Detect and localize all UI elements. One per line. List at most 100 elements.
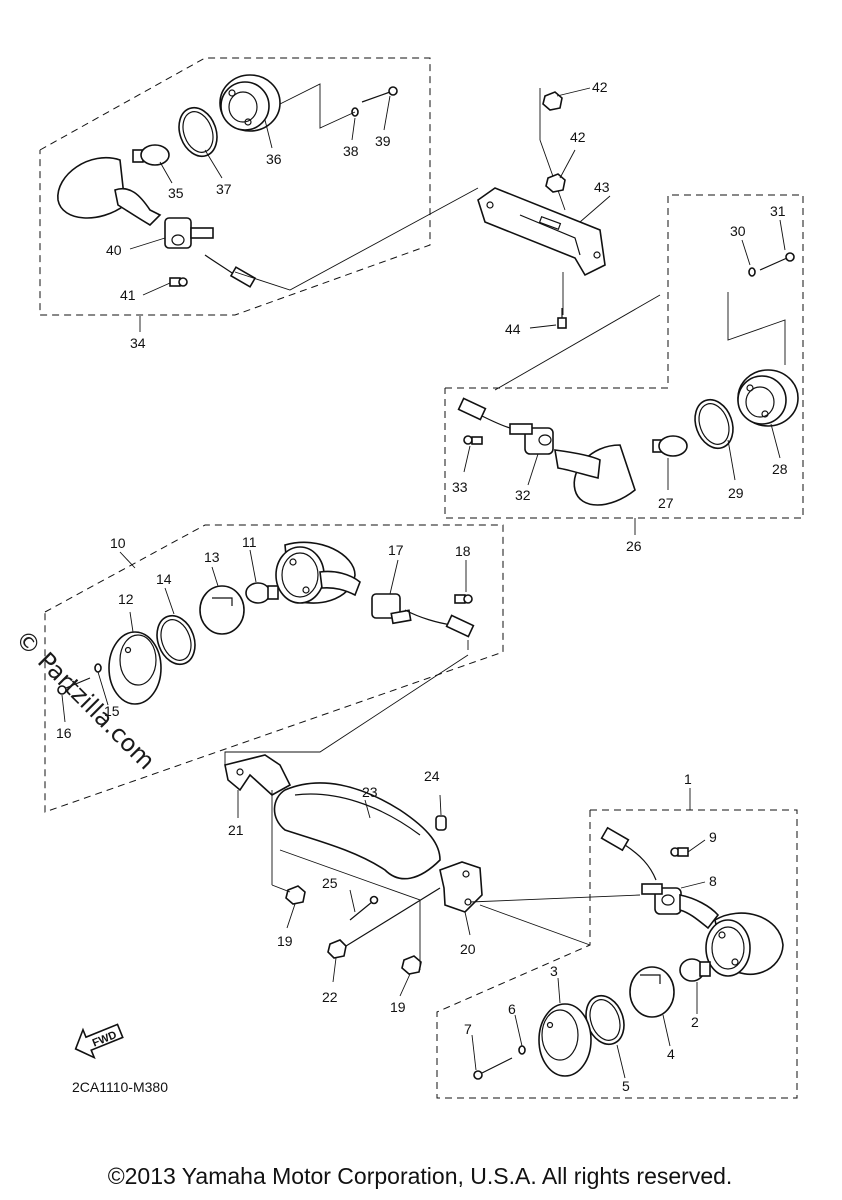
callout-13: 13 bbox=[204, 549, 220, 565]
screw-25[interactable] bbox=[349, 895, 379, 921]
front-left-signal-group: 10 12 14 13 11 17 18 15 16 bbox=[44, 524, 504, 813]
bracket-17[interactable] bbox=[371, 593, 412, 625]
callout-28: 28 bbox=[772, 461, 788, 477]
callout-16: 16 bbox=[56, 725, 72, 741]
screw-41[interactable] bbox=[169, 277, 188, 287]
screw-44[interactable] bbox=[557, 308, 567, 329]
callout-15: 15 bbox=[104, 703, 120, 719]
callout-5: 5 bbox=[622, 1078, 630, 1094]
bracket-20[interactable] bbox=[439, 861, 483, 913]
ring-14[interactable] bbox=[151, 610, 202, 669]
screw-9[interactable] bbox=[670, 847, 689, 857]
lens-housing-28[interactable] bbox=[737, 369, 799, 427]
lens-housing-36[interactable] bbox=[219, 74, 281, 132]
callout-33: 33 bbox=[452, 479, 468, 495]
callout-23: 23 bbox=[362, 784, 378, 800]
bulb-11[interactable] bbox=[245, 582, 279, 604]
screw-31[interactable] bbox=[759, 252, 795, 271]
nut-19-upper[interactable] bbox=[285, 885, 306, 905]
callout-10: 10 bbox=[110, 535, 126, 551]
callout-1: 1 bbox=[684, 771, 692, 787]
lens-housing-3[interactable] bbox=[538, 1003, 592, 1077]
callout-25: 25 bbox=[322, 875, 338, 891]
fwd-arrow-icon: FWD bbox=[74, 1023, 124, 1060]
stem[interactable] bbox=[319, 570, 361, 597]
callout-43: 43 bbox=[594, 179, 610, 195]
rear-right-signal-group: 28 29 27 32 33 30 31 26 bbox=[444, 194, 804, 554]
signal-shell[interactable] bbox=[57, 157, 162, 227]
screw-18[interactable] bbox=[454, 594, 473, 604]
screw-7[interactable] bbox=[473, 1057, 513, 1080]
callout-26: 26 bbox=[626, 538, 642, 554]
callout-44: 44 bbox=[505, 321, 521, 337]
signal-shell-front[interactable] bbox=[275, 541, 356, 604]
reflector-13[interactable] bbox=[199, 585, 245, 635]
center-mount-group: 23 24 21 25 19 20 22 19 bbox=[224, 654, 483, 1015]
copyright-notice: ©2013 Yamaha Motor Corporation, U.S.A. A… bbox=[108, 1163, 733, 1189]
callout-37: 37 bbox=[216, 181, 232, 197]
lens-housing-12[interactable] bbox=[108, 631, 162, 705]
bulb-27[interactable] bbox=[652, 435, 688, 457]
nut-19-lower[interactable] bbox=[401, 955, 422, 975]
bracket-32[interactable] bbox=[509, 423, 554, 455]
signal-shell-right[interactable] bbox=[554, 444, 636, 506]
callout-18: 18 bbox=[455, 543, 471, 559]
washer-30[interactable] bbox=[748, 267, 756, 277]
screw-33[interactable] bbox=[463, 435, 483, 445]
wire-connector-lower[interactable] bbox=[600, 826, 657, 881]
grommet-24[interactable] bbox=[435, 815, 447, 831]
callout-19a: 19 bbox=[277, 933, 293, 949]
group-outline-10 bbox=[44, 524, 504, 813]
signal-shell-lower[interactable] bbox=[705, 912, 784, 977]
screw-16[interactable] bbox=[57, 677, 91, 695]
group-outline-26 bbox=[444, 194, 804, 519]
callout-8: 8 bbox=[709, 873, 717, 889]
nut-42-lower[interactable] bbox=[545, 173, 566, 193]
stem-lower[interactable] bbox=[679, 894, 720, 930]
stay-bracket-group: 42 42 43 44 bbox=[234, 79, 611, 337]
ring-37[interactable] bbox=[173, 102, 224, 161]
bulb-35[interactable] bbox=[132, 144, 170, 166]
cover-23[interactable] bbox=[273, 782, 441, 880]
callout-35: 35 bbox=[168, 185, 184, 201]
stay-bracket-43[interactable] bbox=[477, 187, 606, 277]
washer-6[interactable] bbox=[518, 1045, 526, 1055]
callout-22: 22 bbox=[322, 989, 338, 1005]
wire-connector[interactable] bbox=[204, 254, 257, 288]
bolt-22[interactable] bbox=[327, 887, 441, 959]
callout-34: 34 bbox=[130, 335, 146, 351]
ring-29[interactable] bbox=[689, 394, 740, 453]
callout-36: 36 bbox=[266, 151, 282, 167]
drawing-code: 2CA1110-M380 bbox=[72, 1079, 168, 1095]
callout-39: 39 bbox=[375, 133, 391, 149]
callout-41: 41 bbox=[120, 287, 136, 303]
fwd-label: FWD bbox=[91, 1029, 119, 1050]
callout-27: 27 bbox=[658, 495, 674, 511]
callout-2: 2 bbox=[691, 1014, 699, 1030]
wire-connector-front[interactable] bbox=[404, 609, 475, 638]
callout-42a: 42 bbox=[592, 79, 608, 95]
callout-21: 21 bbox=[228, 822, 244, 838]
rear-left-signal-group: 36 37 35 40 41 38 39 34 bbox=[39, 57, 431, 351]
nut-42-upper[interactable] bbox=[542, 91, 563, 111]
callout-38: 38 bbox=[343, 143, 359, 159]
washer-15[interactable] bbox=[94, 663, 102, 673]
screw-39[interactable] bbox=[361, 86, 398, 103]
reflector-4[interactable] bbox=[629, 966, 675, 1018]
bracket-8[interactable] bbox=[641, 883, 682, 915]
callout-6: 6 bbox=[508, 1001, 516, 1017]
callout-17: 17 bbox=[388, 542, 404, 558]
callout-24: 24 bbox=[424, 768, 440, 784]
callout-7: 7 bbox=[464, 1021, 472, 1037]
callout-31: 31 bbox=[770, 203, 786, 219]
callout-4: 4 bbox=[667, 1046, 675, 1062]
ring-5[interactable] bbox=[580, 990, 631, 1049]
bracket-40[interactable] bbox=[164, 217, 214, 249]
bulb-2[interactable] bbox=[679, 958, 711, 982]
group-outline-34 bbox=[39, 57, 431, 316]
bracket-21[interactable] bbox=[224, 754, 292, 796]
callout-19b: 19 bbox=[390, 999, 406, 1015]
callout-12: 12 bbox=[118, 591, 134, 607]
wire-connector-right[interactable] bbox=[457, 397, 511, 429]
